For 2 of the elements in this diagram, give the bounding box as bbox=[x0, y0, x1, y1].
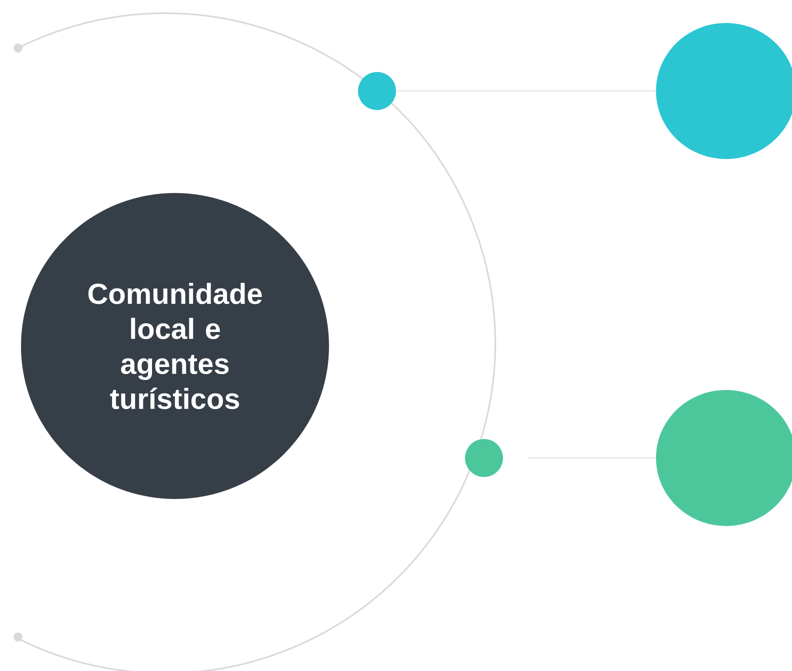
connector-dot bbox=[358, 72, 396, 110]
connector-dot bbox=[465, 438, 503, 477]
